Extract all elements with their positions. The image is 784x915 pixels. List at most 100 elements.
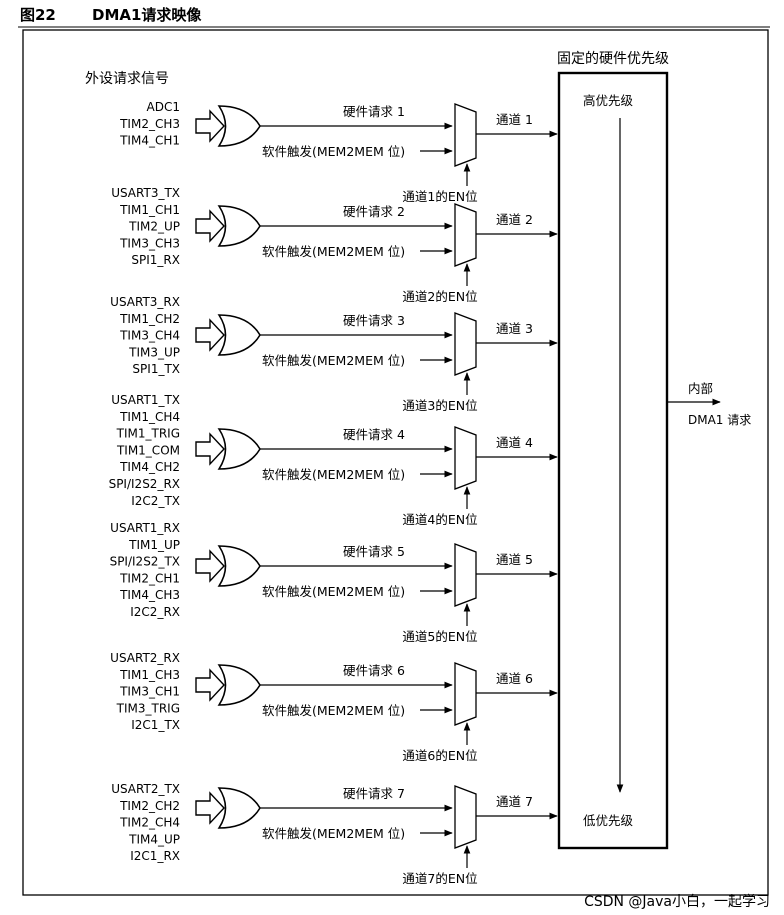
or-gate-icon bbox=[217, 314, 261, 356]
peripheral-signal-label: TIM4_CH3 bbox=[119, 588, 180, 602]
enable-bit-label: 通道2的EN位 bbox=[402, 289, 477, 304]
watermark: CSDN @Java小白，一起学习 bbox=[584, 894, 770, 910]
channel-label: 通道 7 bbox=[496, 794, 533, 809]
channel-selector-icon bbox=[454, 662, 477, 726]
input-block-arrow-icon bbox=[195, 432, 225, 466]
peripheral-signal-label: TIM3_CH3 bbox=[119, 236, 180, 250]
channel-selector-icon bbox=[454, 785, 477, 849]
or-gate-icon bbox=[217, 105, 261, 147]
input-block-arrow-icon bbox=[195, 549, 225, 583]
peripheral-signal-label: TIM3_CH4 bbox=[119, 329, 180, 343]
peripheral-signal-label: TIM2_CH1 bbox=[119, 571, 180, 585]
channel-label: 通道 4 bbox=[496, 435, 533, 450]
input-block-arrow-icon bbox=[195, 318, 225, 352]
peripheral-signal-label: USART1_TX bbox=[111, 393, 180, 407]
peripheral-signal-label: TIM2_UP bbox=[128, 220, 180, 234]
peripheral-signal-label: TIM1_CH2 bbox=[119, 312, 180, 326]
hardware-request-label: 硬件请求 6 bbox=[343, 663, 405, 678]
peripheral-signal-label: TIM3_UP bbox=[128, 345, 180, 359]
peripheral-signal-label: USART3_RX bbox=[110, 295, 180, 309]
software-trigger-label: 软件触发(MEM2MEM 位) bbox=[262, 144, 405, 159]
peripheral-signal-label: TIM4_UP bbox=[128, 832, 180, 846]
input-block-arrow-icon bbox=[195, 791, 225, 825]
enable-bit-label: 通道6的EN位 bbox=[402, 748, 477, 763]
peripheral-signal-label: USART2_TX bbox=[111, 782, 180, 796]
fixed-priority-box bbox=[557, 71, 669, 850]
peripheral-signal-label: SPI/I2S2_TX bbox=[110, 555, 180, 569]
software-trigger-label: 软件触发(MEM2MEM 位) bbox=[262, 244, 405, 259]
or-gate-icon bbox=[217, 787, 261, 829]
peripheral-signal-label: SPI/I2S2_RX bbox=[109, 477, 180, 491]
hardware-request-label: 硬件请求 4 bbox=[343, 427, 405, 442]
diagram-frame bbox=[22, 29, 769, 896]
peripheral-signal-label: USART2_RX bbox=[110, 651, 180, 665]
peripheral-signal-label: TIM1_CH4 bbox=[119, 410, 180, 424]
channel-label: 通道 2 bbox=[496, 212, 533, 227]
enable-bit-label: 通道1的EN位 bbox=[402, 189, 477, 204]
software-trigger-label: 软件触发(MEM2MEM 位) bbox=[262, 353, 405, 368]
or-gate-icon bbox=[217, 664, 261, 706]
high-priority-label: 高优先级 bbox=[583, 93, 634, 108]
peripheral-signal-label: TIM1_TRIG bbox=[116, 427, 180, 441]
peripheral-signal-label: TIM3_CH1 bbox=[119, 685, 180, 699]
channel-selector-icon bbox=[454, 103, 477, 167]
hardware-request-label: 硬件请求 1 bbox=[343, 104, 405, 119]
channel-selector-icon bbox=[454, 203, 477, 267]
hardware-request-label: 硬件请求 7 bbox=[343, 786, 405, 801]
peripheral-signal-label: SPI1_TX bbox=[132, 362, 180, 376]
enable-bit-label: 通道3的EN位 bbox=[402, 398, 477, 413]
channel-group-5: USART1_RXTIM1_UPSPI/I2S2_TXTIM2_CH1TIM4_… bbox=[110, 521, 558, 644]
or-gate-icon bbox=[217, 428, 261, 470]
figure-number: 图22 bbox=[20, 6, 56, 24]
hardware-request-label: 硬件请求 5 bbox=[343, 544, 405, 559]
peripheral-signal-label: TIM1_COM bbox=[116, 443, 180, 457]
priority-heading: 固定的硬件优先级 bbox=[557, 51, 669, 67]
channel-label: 通道 1 bbox=[496, 112, 533, 127]
channel-selector-icon bbox=[454, 312, 477, 376]
input-block-arrow-icon bbox=[195, 109, 225, 143]
peripheral-signal-label: TIM2_CH4 bbox=[119, 816, 180, 830]
peripheral-signal-label: TIM1_CH1 bbox=[119, 203, 180, 217]
peripheral-signal-label: TIM2_CH2 bbox=[119, 799, 180, 813]
figure-title: DMA1请求映像 bbox=[92, 6, 202, 24]
peripheral-signal-label: TIM1_UP bbox=[128, 538, 180, 552]
channel-selector-icon bbox=[454, 543, 477, 607]
peripheral-signal-label: I2C1_RX bbox=[130, 849, 180, 863]
peripheral-signals-heading: 外设请求信号 bbox=[85, 71, 169, 87]
channel-label: 通道 3 bbox=[496, 321, 533, 336]
enable-bit-label: 通道4的EN位 bbox=[402, 512, 477, 527]
software-trigger-label: 软件触发(MEM2MEM 位) bbox=[262, 584, 405, 599]
peripheral-signal-label: ADC1 bbox=[147, 100, 180, 114]
input-block-arrow-icon bbox=[195, 209, 225, 243]
or-gate-icon bbox=[217, 205, 261, 247]
low-priority-label: 低优先级 bbox=[583, 813, 634, 828]
hardware-request-label: 硬件请求 3 bbox=[343, 313, 405, 328]
peripheral-signal-label: TIM4_CH2 bbox=[119, 460, 180, 474]
peripheral-signal-label: TIM1_CH3 bbox=[119, 668, 180, 682]
peripheral-signal-label: TIM4_CH1 bbox=[119, 134, 180, 148]
peripheral-signal-label: I2C2_RX bbox=[130, 605, 180, 619]
peripheral-signal-label: USART3_TX bbox=[111, 186, 180, 200]
or-gate-icon bbox=[217, 545, 261, 587]
peripheral-signal-label: TIM3_TRIG bbox=[116, 701, 180, 715]
peripheral-signal-label: I2C2_TX bbox=[131, 494, 180, 508]
software-trigger-label: 软件触发(MEM2MEM 位) bbox=[262, 467, 405, 482]
software-trigger-label: 软件触发(MEM2MEM 位) bbox=[262, 703, 405, 718]
enable-bit-label: 通道7的EN位 bbox=[402, 871, 477, 886]
input-block-arrow-icon bbox=[195, 668, 225, 702]
hardware-request-label: 硬件请求 2 bbox=[343, 204, 405, 219]
channel-label: 通道 6 bbox=[496, 671, 533, 686]
peripheral-signal-label: SPI1_RX bbox=[131, 253, 180, 267]
peripheral-signal-label: I2C1_TX bbox=[131, 718, 180, 732]
channel-label: 通道 5 bbox=[496, 552, 533, 567]
output-label-line2: DMA1 请求 bbox=[688, 413, 751, 427]
output-label-line1: 内部 bbox=[688, 381, 713, 396]
